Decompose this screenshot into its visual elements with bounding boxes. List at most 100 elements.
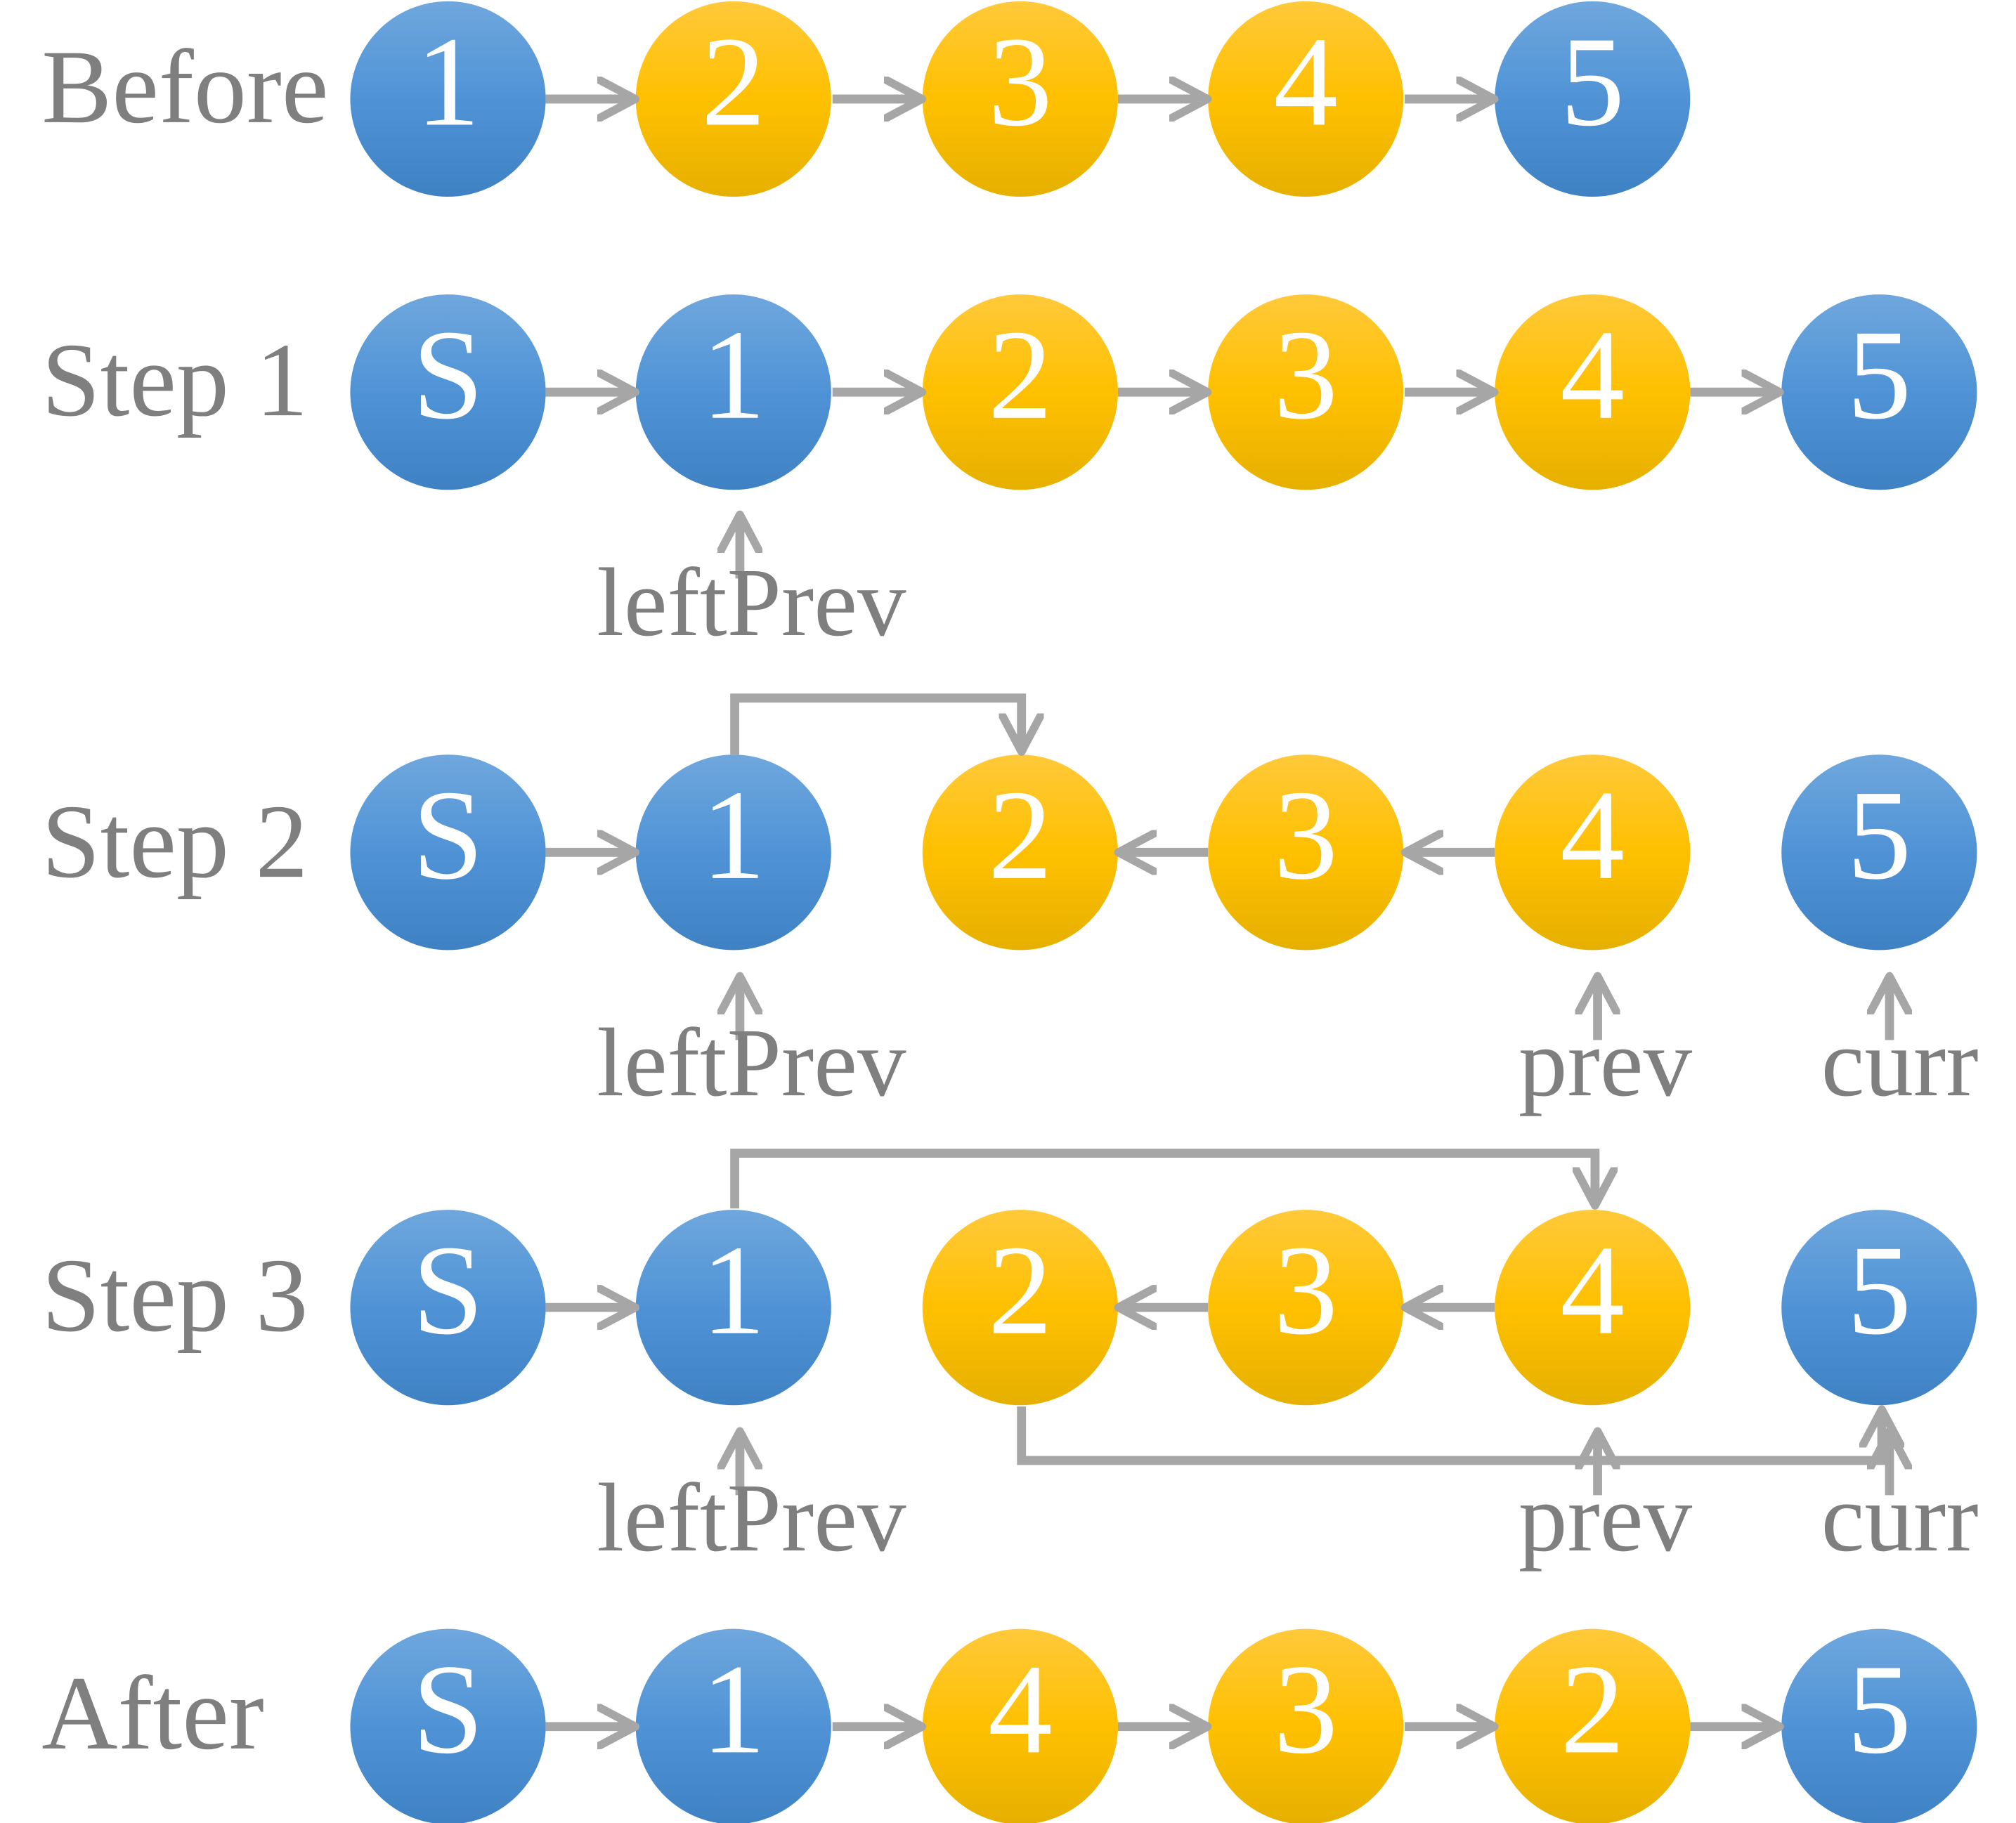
node-circle [1781,1628,1977,1823]
node-row3-4: 4 [1495,1210,1691,1406]
node-label: 5 [1847,303,1911,446]
row-label-before: Before [41,29,328,145]
node-row0-1: 2 [635,1,831,197]
node-label: 1 [701,1219,766,1361]
node-row4-3: 3 [1208,1628,1404,1823]
pointer-label-step3-leftprev: leftPrev [597,1464,906,1572]
node-row3-0: S [350,1210,546,1406]
node-row2-1: 1 [635,754,831,950]
node-circle [350,1,546,197]
node-label: 2 [1561,1638,1625,1780]
node-circle [922,1,1118,197]
node-label: 5 [1847,1638,1911,1780]
node-row1-3: 3 [1208,294,1404,490]
node-row1-5: 5 [1781,294,1977,490]
node-row2-0: S [350,754,546,950]
row-label-after: After [41,1655,264,1772]
row-label-step-1: Step 1 [41,322,308,438]
node-label: 2 [701,11,766,153]
node-label: 4 [1561,1219,1625,1361]
node-label: 5 [1561,11,1625,153]
node-label: 1 [701,764,766,906]
node-circle [1208,1,1404,197]
node-row4-5: 5 [1781,1628,1977,1823]
node-circle [922,1628,1118,1823]
node-row4-0: S [350,1628,546,1823]
edge-step2-1-to-2 [730,693,1022,755]
node-label: 5 [1847,1219,1911,1361]
node-label: 5 [1847,764,1911,906]
node-label: S [412,303,484,446]
node-circle [350,294,546,490]
node-circle [635,1628,831,1823]
node-row3-3: 3 [1208,1210,1404,1406]
node-row1-0: S [350,294,546,490]
node-label: 3 [1273,764,1338,906]
node-circle [1208,294,1404,490]
node-label: 2 [988,303,1053,446]
node-row0-4: 5 [1495,1,1691,197]
node-circle [635,1,831,197]
node-row0-2: 3 [922,1,1118,197]
node-row1-4: 4 [1495,294,1691,490]
node-row2-5: 5 [1781,754,1977,950]
node-circle [1208,754,1404,950]
node-label: 2 [988,764,1053,906]
pointer-label-step2-curr: curr [1821,1009,1979,1117]
node-label: 4 [988,1638,1053,1780]
node-row0-3: 4 [1208,1,1404,197]
node-row4-2: 4 [922,1628,1118,1823]
node-row0-0: 1 [350,1,546,197]
pointer-label-step3-curr: curr [1821,1464,1979,1572]
node-label: 4 [1561,303,1625,446]
pointer-label-step2-prev: prev [1518,1009,1693,1117]
node-circle [1495,1,1691,197]
node-label: 1 [701,1638,766,1780]
node-circle [635,1210,831,1406]
edge-step3-2-to-5 [1017,1406,1882,1465]
node-row1-1: 1 [635,294,831,490]
node-label: 4 [1561,764,1625,906]
edge-step3-1-to-4 [730,1149,1595,1209]
node-circle [922,754,1118,950]
node-circle [1781,294,1977,490]
node-row4-4: 2 [1495,1628,1691,1823]
pointer-label-step1-leftprev: leftPrev [597,549,906,657]
node-circle [635,294,831,490]
node-row2-4: 4 [1495,754,1691,950]
node-circle [1208,1628,1404,1823]
node-circle [1781,754,1977,950]
pointers-layer: leftPrev leftPrev prev curr leftPrev pre… [597,517,1979,1572]
node-circle [922,1210,1118,1406]
node-label: S [412,764,484,906]
node-row3-2: 2 [922,1210,1118,1406]
node-circle [350,1210,546,1406]
node-circle [922,294,1118,490]
node-row1-2: 2 [922,294,1118,490]
node-label: 3 [988,11,1053,153]
row-label-step-2: Step 2 [41,783,308,900]
node-circle [350,754,546,950]
node-label: 1 [701,303,766,446]
node-circle [1495,754,1691,950]
node-row2-3: 3 [1208,754,1404,950]
node-label: 3 [1273,1638,1338,1780]
node-circle [1495,1628,1691,1823]
node-row3-5: 5 [1781,1210,1977,1406]
node-circle [1208,1210,1404,1406]
node-row2-2: 2 [922,754,1118,950]
node-label: 1 [416,11,481,153]
node-circle [1495,1210,1691,1406]
node-circle [350,1628,546,1823]
node-circle [635,754,831,950]
pointer-label-step2-leftprev: leftPrev [597,1009,906,1117]
node-circle [1781,1210,1977,1406]
node-label: 3 [1273,303,1338,446]
pointer-label-step3-prev: prev [1518,1464,1693,1572]
node-label: 4 [1273,11,1338,153]
node-label: S [412,1638,484,1780]
node-label: S [412,1219,484,1361]
node-label: 2 [988,1219,1053,1361]
